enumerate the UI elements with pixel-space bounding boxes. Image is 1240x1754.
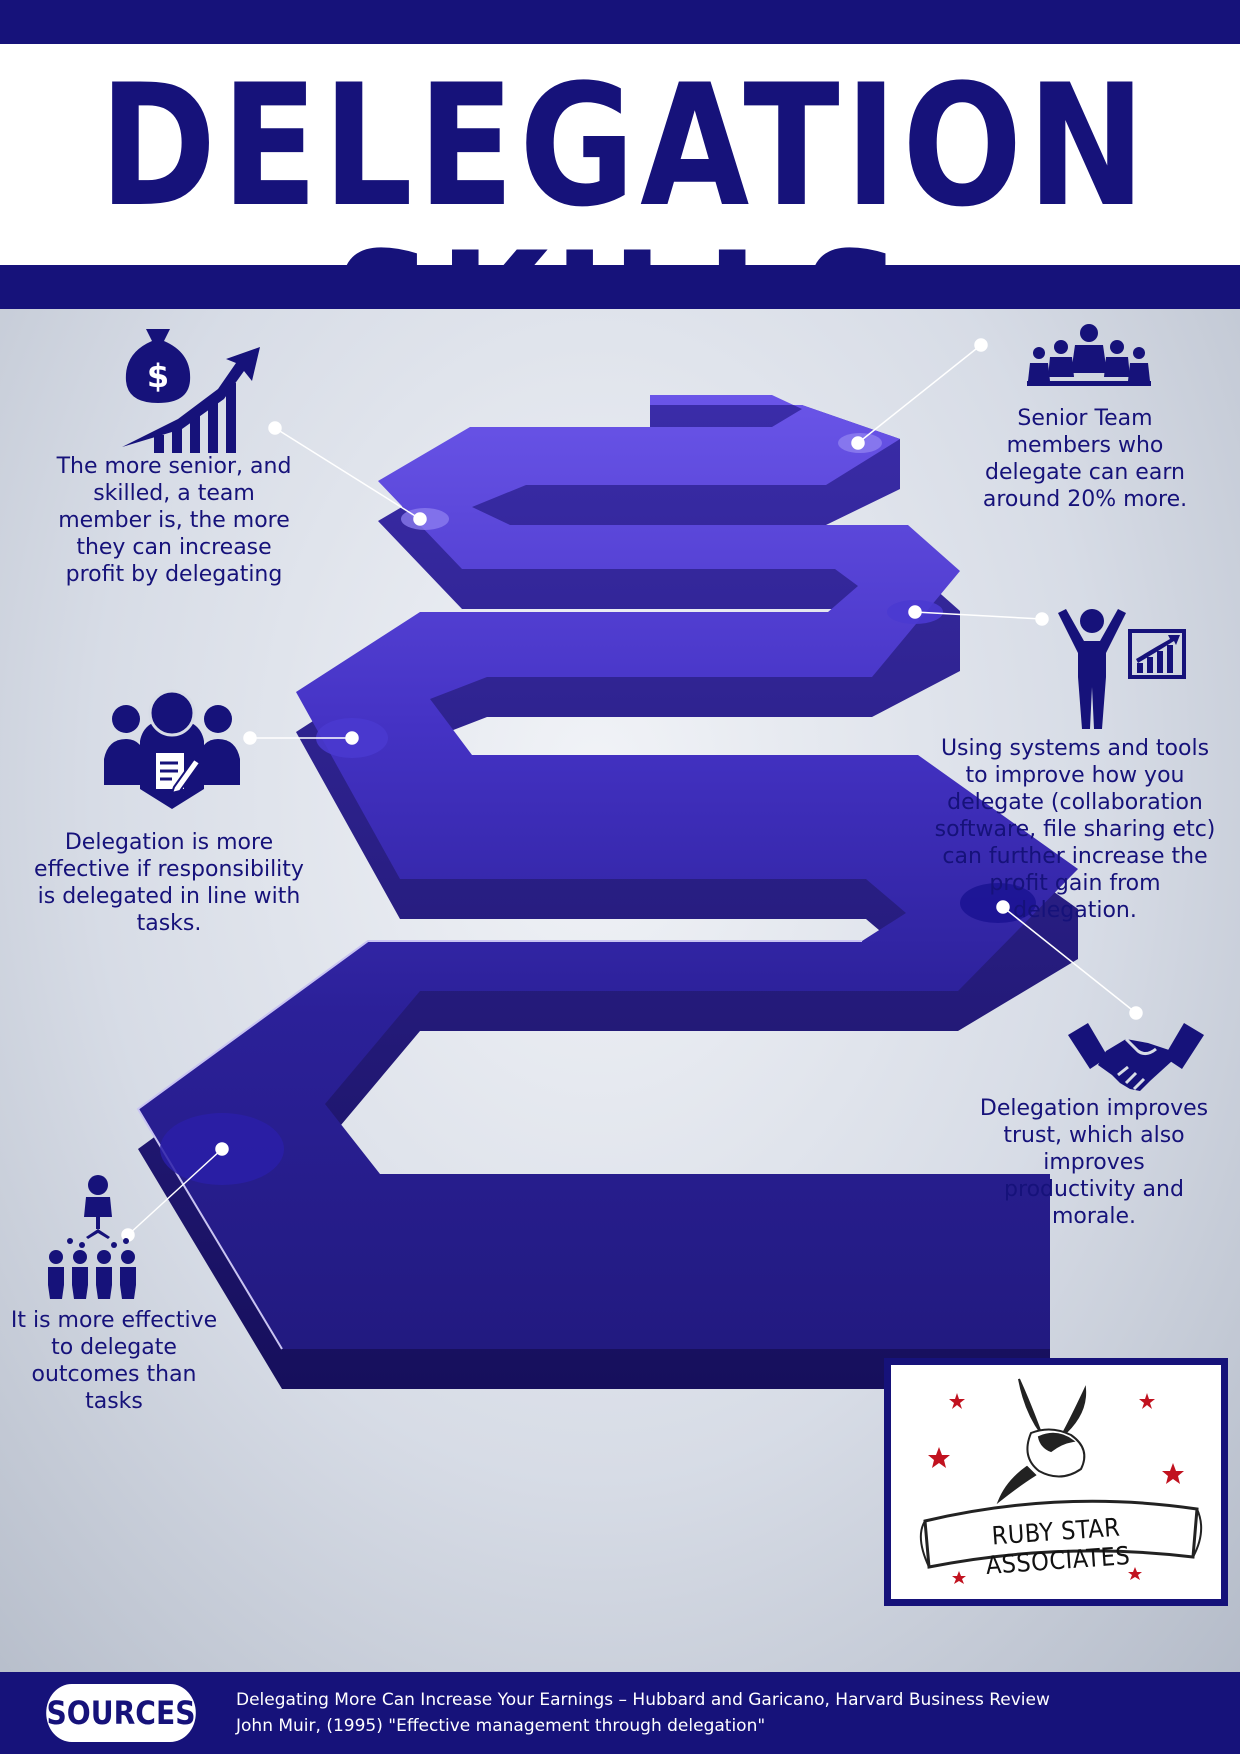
- note-trust: Delegation improves trust, which also im…: [979, 1096, 1209, 1229]
- path-top: [138, 395, 1078, 1349]
- ruby-star-logo: RUBY STAR ASSOCIATES: [884, 1358, 1228, 1606]
- note-systems-tools: Using systems and tools to improve how y…: [934, 736, 1216, 923]
- top-bar: [0, 0, 1240, 44]
- hierarchy-delegation-icon: [48, 1175, 136, 1299]
- note-senior-team: Senior Team members who delegate can ear…: [982, 406, 1188, 512]
- infographic-canvas: $: [0, 309, 1240, 1672]
- source-1: Delegating More Can Increase Your Earnin…: [236, 1690, 1050, 1710]
- team-document-icon: [104, 689, 240, 809]
- team-group-icon: [1027, 324, 1151, 386]
- note-senior-skilled: The more senior, and skilled, a team mem…: [56, 454, 292, 587]
- source-2: John Muir, (1995) "Effective management …: [236, 1716, 766, 1736]
- swallow-bird-with-stars-logo: [919, 1378, 1203, 1584]
- title-band: [0, 44, 1240, 266]
- zigzag-path: [121, 338, 1143, 1389]
- svg-text:$: $: [147, 357, 169, 395]
- note-outcomes: It is more effective to delegate outcome…: [10, 1308, 218, 1414]
- note-responsibility: Delegation is more effective if responsi…: [34, 830, 304, 936]
- title-underline-bar: [0, 265, 1240, 309]
- sources-label: SOURCES: [46, 1684, 196, 1742]
- footer-bar: SOURCES Delegating More Can Increase You…: [0, 1672, 1240, 1754]
- person-with-chart-icon: [1058, 609, 1186, 729]
- money-bag-growth-chart-icon: $: [122, 329, 260, 453]
- handshake-icon: [1068, 1023, 1204, 1091]
- path-highlight: [136, 940, 862, 1350]
